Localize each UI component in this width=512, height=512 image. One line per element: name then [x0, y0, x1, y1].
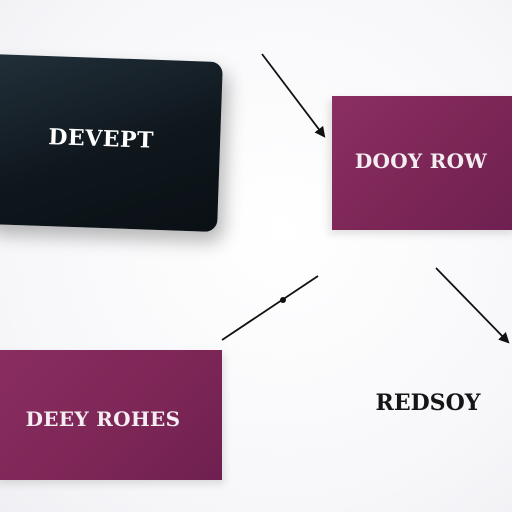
arrow-top [261, 53, 326, 138]
purple-card-top: DOOY ROW [332, 96, 512, 230]
arrow-right [435, 267, 510, 344]
purple-card-top-label: DOOY ROW [354, 149, 488, 173]
arrow-middle [221, 275, 319, 341]
black-card-label: DEVEPT [47, 124, 155, 154]
purple-card-bottom: DEEY ROHES [0, 350, 222, 480]
arrow-middle-dot [280, 297, 286, 303]
purple-card-bottom-label: DEEY ROHES [25, 407, 181, 431]
black-card: DEVEPT [0, 53, 223, 233]
loose-text-label: REDSOY [375, 390, 481, 416]
